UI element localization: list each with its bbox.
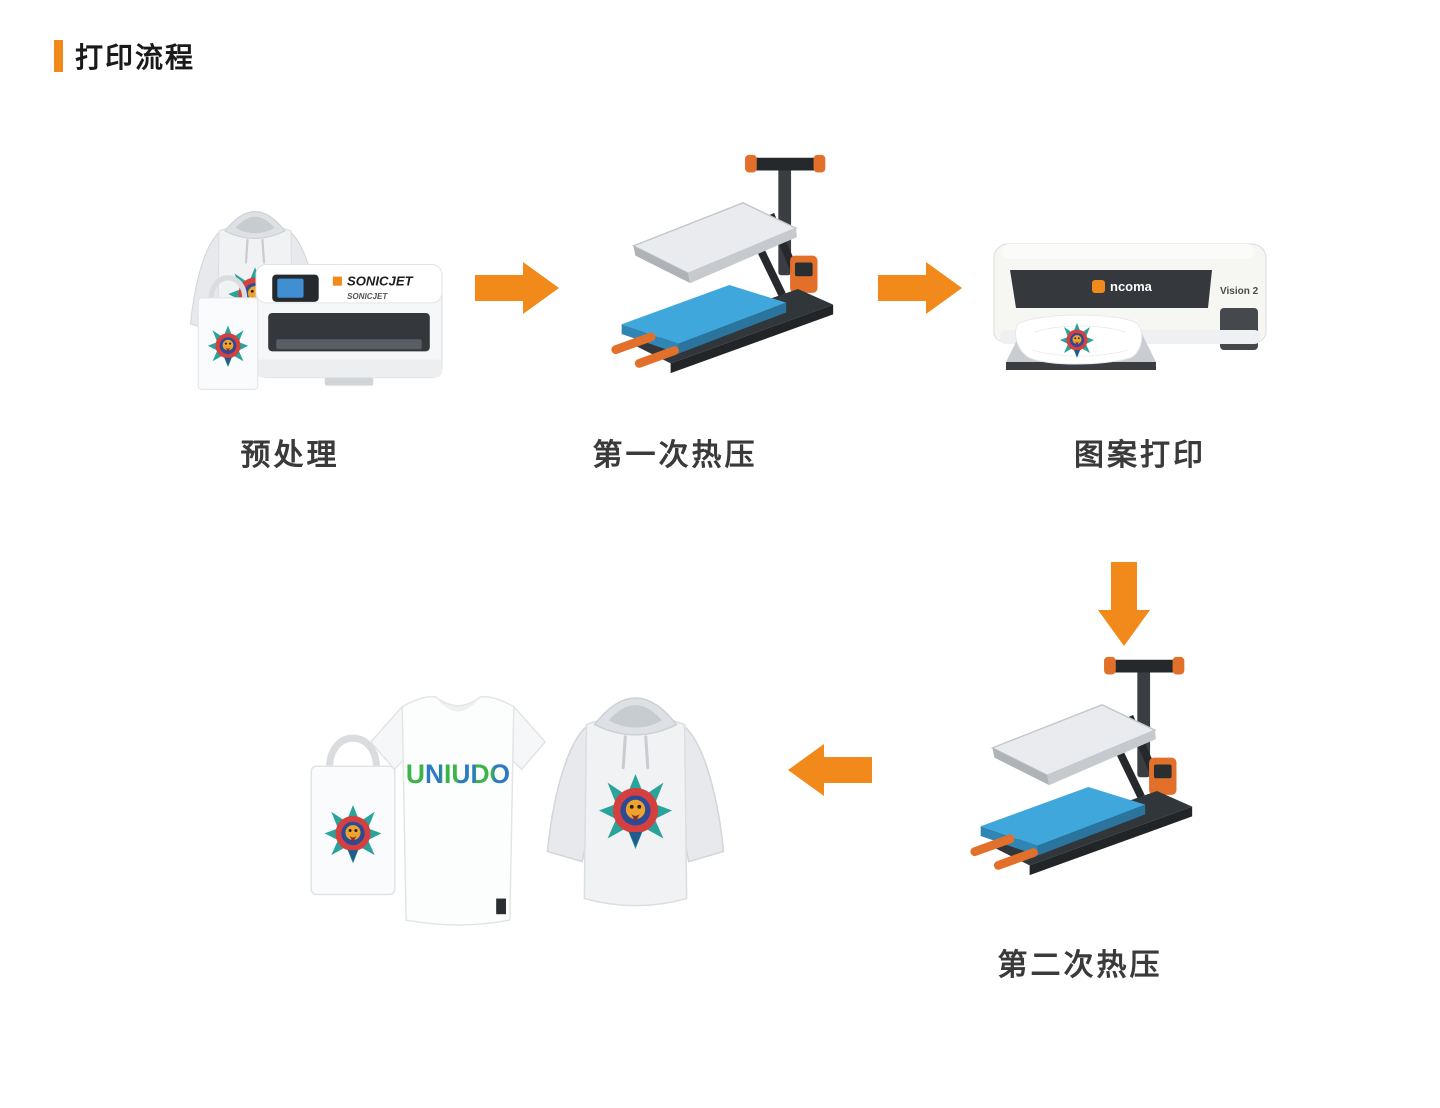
section-header: 打印流程 bbox=[54, 36, 195, 76]
printer-brand-label: SONICJET bbox=[347, 274, 414, 289]
step-first-heat-press bbox=[606, 146, 841, 386]
dtf-printer-brand-label: ncoma bbox=[1110, 279, 1153, 294]
caption-pretreatment: 预处理 bbox=[240, 439, 340, 472]
arrow-down-icon bbox=[1098, 562, 1150, 646]
step-pretreatment: SONICJET SONICJET bbox=[180, 162, 450, 407]
accent-bar bbox=[54, 40, 63, 72]
arrow-right-icon bbox=[475, 262, 559, 314]
page-title: 打印流程 bbox=[75, 42, 196, 73]
caption-first-heat-press: 第一次热压 bbox=[592, 439, 758, 472]
step-second-heat-press bbox=[965, 648, 1200, 888]
caption-pattern-printing: 图案打印 bbox=[1074, 439, 1206, 472]
tshirt-logo-text: UNIUDO bbox=[406, 759, 510, 789]
heat-press-illustration bbox=[965, 648, 1200, 883]
finished-products-group: UNIUDO bbox=[285, 655, 750, 945]
printer-brand-sublabel: SONICJET bbox=[347, 292, 388, 301]
pretreatment-printer-illustration: SONICJET SONICJET bbox=[255, 263, 443, 386]
arrow-right-icon bbox=[878, 262, 962, 314]
heat-press-illustration bbox=[606, 146, 841, 381]
tshirt-illustration: UNIUDO bbox=[369, 695, 547, 926]
step-pattern-printing: ncoma Vision 2 bbox=[980, 222, 1280, 387]
tote-bag-illustration bbox=[188, 260, 268, 398]
arrow-left-icon bbox=[788, 744, 872, 796]
caption-second-heat-press: 第二次热压 bbox=[997, 949, 1163, 982]
hoodie-illustration bbox=[533, 655, 738, 921]
dtf-printer-illustration: ncoma Vision 2 bbox=[993, 243, 1267, 370]
dtf-printer-model-label: Vision 2 bbox=[1220, 286, 1259, 297]
